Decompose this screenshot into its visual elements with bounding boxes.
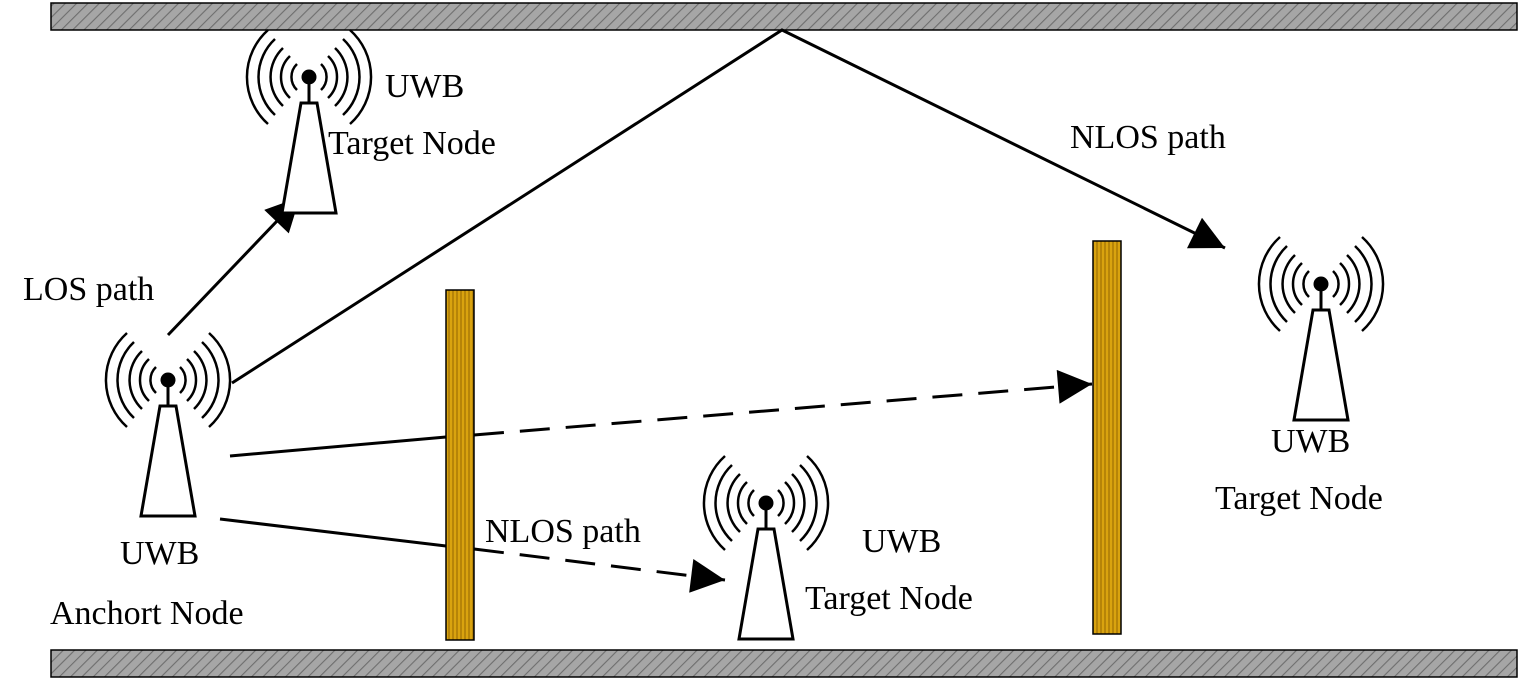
target-node-1-label-line2: Target Node xyxy=(328,125,496,162)
path-to-right-obstacle-solid xyxy=(229,435,447,458)
nlos-bottom-path-dashed-arrow xyxy=(473,547,726,593)
target-node-2-label-line2: Target Node xyxy=(805,580,973,617)
los-path-arrow xyxy=(166,195,302,337)
nlos-reflected-path-arrow xyxy=(231,28,1226,385)
los-path-label: LOS path xyxy=(23,271,154,308)
target-node-1-label-line1: UWB xyxy=(385,68,464,105)
bottom-wall xyxy=(50,649,1518,678)
obstacle-right xyxy=(1092,240,1122,635)
target-node-1-antenna-icon xyxy=(245,28,373,215)
anchor-node-label-line1: UWB xyxy=(120,535,199,572)
path-to-right-obstacle-dashed-arrow xyxy=(473,369,1093,437)
nlos-path-bottom-label: NLOS path xyxy=(485,513,641,550)
target-node-3-label-line1: UWB xyxy=(1271,423,1350,460)
nlos-bottom-path-solid xyxy=(219,517,447,548)
obstacle-left xyxy=(445,289,475,641)
target-node-3-antenna-icon xyxy=(1257,235,1385,422)
target-node-2-label-line1: UWB xyxy=(862,523,941,560)
nlos-path-top-label: NLOS path xyxy=(1070,119,1226,156)
anchor-node-label-line2: Anchort Node xyxy=(50,595,244,632)
anchor-node-antenna-icon xyxy=(104,331,232,518)
top-wall xyxy=(50,2,1518,31)
target-node-3-label-line2: Target Node xyxy=(1215,480,1383,517)
